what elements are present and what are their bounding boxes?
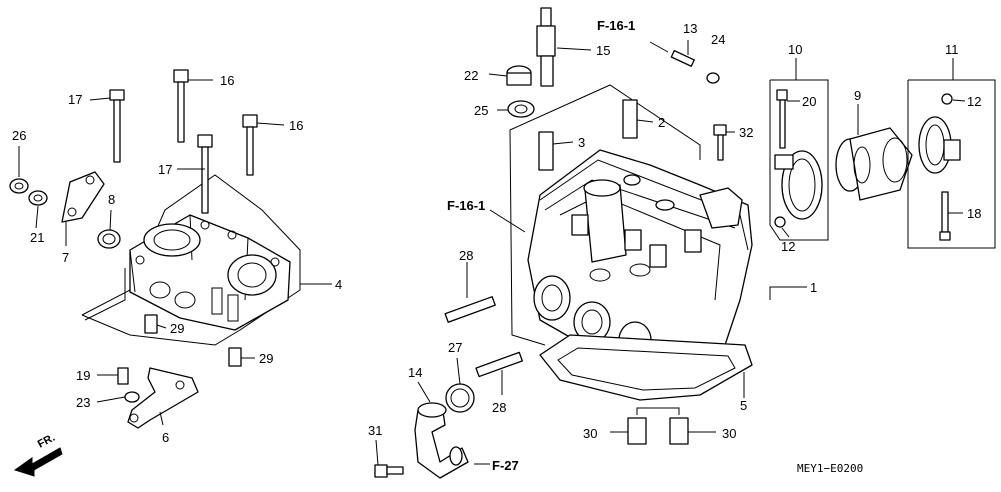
camshaft-holder-part <box>129 214 291 331</box>
cap-22 <box>506 65 532 86</box>
bolt-17-mid <box>197 134 213 214</box>
callout-26: 26 <box>12 128 26 143</box>
callout-29b: 29 <box>259 351 273 366</box>
callout-9: 9 <box>854 88 861 103</box>
ref-f-16-1-mid: F-16-1 <box>447 198 485 213</box>
dowel-29b <box>228 347 242 367</box>
spring-8 <box>97 229 121 249</box>
nut-12-right <box>941 93 953 105</box>
nut-12-left <box>774 216 786 228</box>
decompressor-arm-7 <box>61 171 105 223</box>
dowel-30b <box>669 417 689 445</box>
valve-guide-3 <box>538 131 554 171</box>
callout-4: 4 <box>335 277 342 292</box>
intake-insulator-group <box>769 58 996 249</box>
callout-11: 11 <box>945 42 959 57</box>
lever-6 <box>127 367 199 429</box>
ref-f-27: F-27 <box>492 458 519 473</box>
callout-labels: 26 21 7 8 17 16 17 16 4 29 29 19 23 6 15… <box>12 18 981 475</box>
water-joint-14 <box>414 402 469 479</box>
callout-23: 23 <box>76 395 90 410</box>
callout-18: 18 <box>967 206 981 221</box>
callout-25: 25 <box>474 103 488 118</box>
valve-guide-2 <box>622 99 638 139</box>
callout-7: 7 <box>62 250 69 265</box>
callout-16a: 16 <box>220 73 234 88</box>
bolt-17-left <box>109 89 125 163</box>
bolt-31 <box>374 464 404 478</box>
cylinder-head-group <box>374 7 807 479</box>
bolt-16-top <box>173 69 189 143</box>
callout-30b: 30 <box>722 426 736 441</box>
o-ring-27 <box>445 383 475 413</box>
dowel-29a <box>144 314 158 334</box>
washer-21 <box>28 190 48 206</box>
callout-22: 22 <box>464 68 478 83</box>
bolt-13 <box>670 49 720 84</box>
callout-21: 21 <box>30 230 44 245</box>
callout-13: 13 <box>683 21 697 36</box>
front-arrow: FR. <box>13 432 63 477</box>
seal-25 <box>507 100 535 118</box>
callout-29a: 29 <box>170 321 184 336</box>
callout-5: 5 <box>740 398 747 413</box>
callout-27: 27 <box>448 340 462 355</box>
callout-2: 2 <box>658 115 665 130</box>
seal-26 <box>9 178 29 194</box>
diagram-code: MEY1−E0200 <box>797 462 863 475</box>
callout-14: 14 <box>408 365 422 380</box>
bolt-19 <box>117 367 129 385</box>
callout-3: 3 <box>578 135 585 150</box>
callout-10: 10 <box>788 42 802 57</box>
callout-32: 32 <box>739 125 753 140</box>
stud-28-upper <box>444 296 496 323</box>
front-label: FR. <box>36 432 57 451</box>
callout-15: 15 <box>596 43 610 58</box>
callout-24: 24 <box>711 32 725 47</box>
callout-30a: 30 <box>583 426 597 441</box>
band-10 <box>774 150 823 220</box>
callout-17a: 17 <box>68 92 82 107</box>
band-11 <box>918 116 961 174</box>
callout-12a: 12 <box>967 94 981 109</box>
bolt-20 <box>776 89 788 149</box>
washer-23 <box>124 391 140 403</box>
bolt-16-right <box>242 114 258 176</box>
spark-plug-15 <box>536 7 556 87</box>
callout-20: 20 <box>802 94 816 109</box>
callout-8: 8 <box>108 192 115 207</box>
callout-28a: 28 <box>459 248 473 263</box>
ref-f-16-1-top: F-16-1 <box>597 18 635 33</box>
callout-1: 1 <box>810 280 817 295</box>
callout-19: 19 <box>76 368 90 383</box>
callout-6: 6 <box>162 430 169 445</box>
insulator-9 <box>835 127 913 201</box>
callout-28b: 28 <box>492 400 506 415</box>
callout-12b: 12 <box>781 239 795 254</box>
callout-17b: 17 <box>158 162 172 177</box>
camshaft-holder-group <box>9 69 332 429</box>
cylinder-head-part <box>527 149 753 401</box>
bolt-32 <box>713 124 727 161</box>
callout-16b: 16 <box>289 118 303 133</box>
stud-28-lower <box>475 351 523 378</box>
bolt-18 <box>939 191 951 241</box>
callout-31: 31 <box>368 423 382 438</box>
dowel-30a <box>627 417 647 445</box>
